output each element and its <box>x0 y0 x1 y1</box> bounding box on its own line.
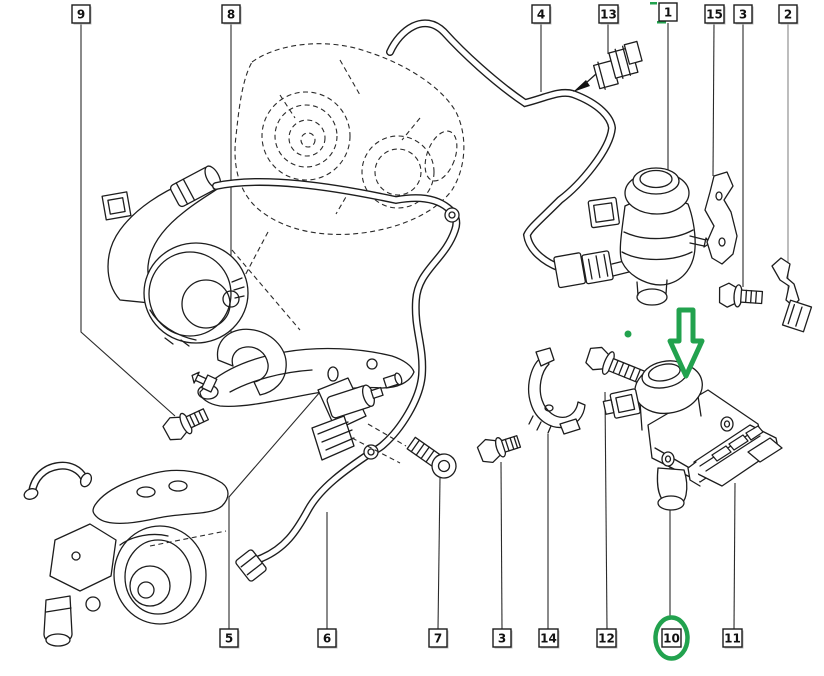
callout-15-label: 15 <box>706 8 723 22</box>
callout-1: 1 <box>658 2 678 22</box>
callout-4-label: 4 <box>537 8 545 22</box>
support-bracket-drawing <box>528 347 586 435</box>
callout-3-top: 3 <box>733 4 754 25</box>
hex-flange-bolt-drawing <box>162 408 210 441</box>
leader-5 <box>228 391 321 629</box>
egr-bolt-drawing <box>585 346 648 385</box>
solenoid-valve-drawing <box>311 372 407 464</box>
callout-12: 12 <box>596 628 618 649</box>
callout-8: 8 <box>221 4 242 25</box>
callout-13-label: 13 <box>600 8 617 22</box>
hex-bolt-drawing-bottom <box>476 435 522 464</box>
vacuum-pump-drawing <box>101 165 249 347</box>
callout-11: 11 <box>722 628 744 649</box>
callout-5-label: 5 <box>225 632 233 646</box>
hose-connector-drawing <box>553 250 614 289</box>
hose-clip-drawing <box>573 40 643 92</box>
callout-13: 13 <box>598 4 620 25</box>
leader-9 <box>80 23 176 417</box>
mounting-bracket-drawing <box>162 328 415 441</box>
egr-valve-top-drawing <box>587 167 711 306</box>
valve-bracket-rail-drawing <box>687 424 783 487</box>
callout-9-label: 9 <box>77 8 85 22</box>
leader-15 <box>712 22 715 177</box>
highlight-layer <box>624 2 705 379</box>
callout-7-label: 7 <box>434 632 442 646</box>
callout-3-bottom: 3 <box>492 628 513 649</box>
callout-4: 4 <box>531 4 552 25</box>
turbocharger-phantom-drawing <box>213 43 465 335</box>
callout-1-label: 1 <box>664 6 672 20</box>
highlight-down-arrow <box>667 307 705 379</box>
water-pump-assembly-drawing <box>23 461 229 647</box>
vacuum-hose-drawing <box>212 177 461 582</box>
callout-10-label: 10 <box>663 632 680 646</box>
solenoid-nipple-fitting <box>382 372 403 389</box>
gasket-drawing <box>704 171 738 265</box>
leader-3-bottom <box>500 461 503 630</box>
callout-5: 5 <box>219 628 240 649</box>
highlight-tick-bottom <box>657 21 666 24</box>
callouts-top: 9 8 4 13 1 15 3 <box>71 2 799 25</box>
retainer-clip-drawing <box>771 257 813 333</box>
leader-12 <box>604 391 608 630</box>
highlight-circle <box>653 615 690 661</box>
callout-8-label: 8 <box>227 8 235 22</box>
callout-6: 6 <box>317 628 338 649</box>
callout-3-top-label: 3 <box>739 8 747 22</box>
callout-2-label: 2 <box>784 8 792 22</box>
callout-11-label: 11 <box>724 632 741 646</box>
hose-end-fitting <box>235 549 267 582</box>
highlight-dot <box>624 330 632 338</box>
callout-7: 7 <box>428 628 449 649</box>
highlight-tick-top <box>650 2 657 5</box>
hose-eyelet <box>363 444 379 460</box>
hex-bolt-drawing-top <box>718 282 764 308</box>
callout-3-bottom-label: 3 <box>498 632 506 646</box>
leader-lines <box>80 22 789 630</box>
small-stud-drawing <box>191 371 218 393</box>
leader-11 <box>733 482 736 630</box>
callout-14-label: 14 <box>540 632 557 646</box>
callout-12-label: 12 <box>598 632 615 646</box>
callouts-bottom: 5 6 7 3 14 12 10 <box>219 615 744 661</box>
callout-14: 14 <box>538 628 560 649</box>
socket-screw-drawing <box>406 436 457 479</box>
callout-6-label: 6 <box>323 632 331 646</box>
hose-ring-fitting <box>444 207 460 223</box>
callout-15: 15 <box>704 4 726 25</box>
callout-2: 2 <box>778 4 799 25</box>
leader-7 <box>437 477 441 630</box>
callout-9: 9 <box>71 4 92 25</box>
boost-hose-drawing <box>386 19 630 289</box>
rail-connector-drawing <box>747 437 783 463</box>
callout-10-highlighted: 10 <box>653 615 690 661</box>
